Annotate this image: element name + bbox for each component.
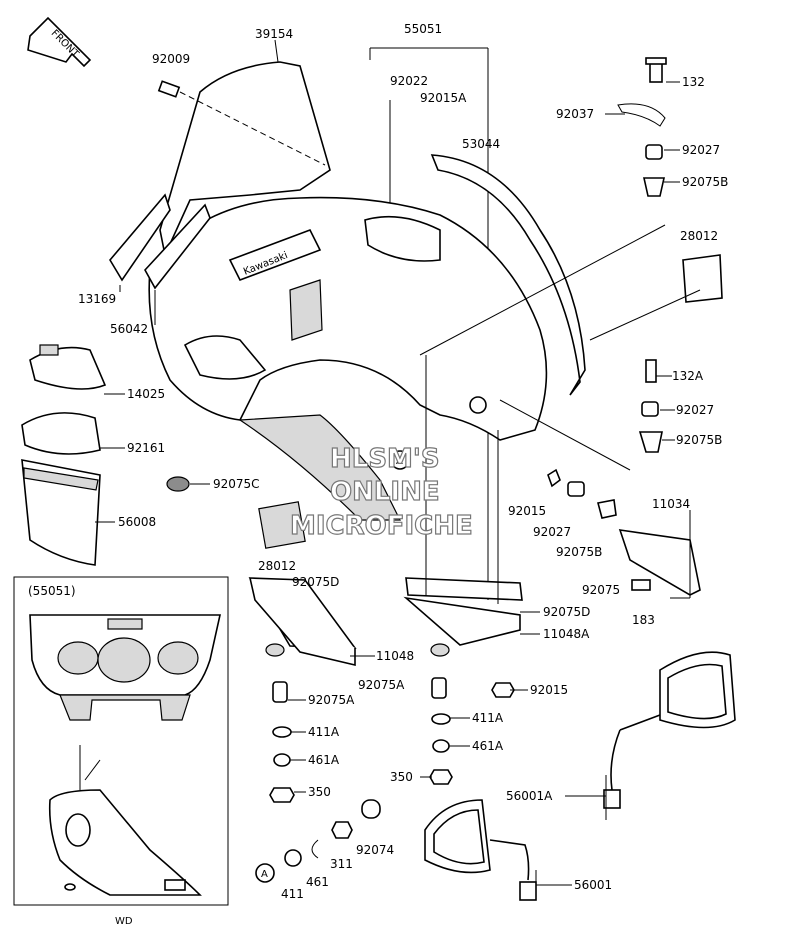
label-183: 183: [632, 613, 655, 627]
label-92075a-right: 92075A: [358, 678, 405, 692]
label-411a-left: 411A: [308, 725, 340, 739]
label-53044: 53044: [462, 137, 500, 151]
label-132a: 132A: [672, 369, 704, 383]
label-56001a: 56001A: [506, 789, 553, 803]
label-92075d-left: 92075D: [292, 575, 339, 589]
watermark: HLSM'S ONLINE MICROFICHE: [289, 443, 473, 541]
label-461a-left: 461A: [308, 753, 340, 767]
lower-hardware: A A: [255, 450, 515, 883]
label-92075: 92075: [582, 583, 620, 597]
watermark-line-2: ONLINE: [330, 477, 440, 507]
label-13169: 13169: [78, 292, 116, 306]
label-350-right: 350: [390, 770, 413, 784]
mount-brackets: [248, 577, 523, 667]
label-92075b-mid: 92075B: [676, 433, 722, 447]
label-56001: 56001: [574, 878, 612, 892]
label-461: 461: [306, 875, 329, 889]
ref-a-bottom: A: [261, 869, 268, 880]
mirrors: [424, 651, 736, 901]
label-350-left: 350: [308, 785, 331, 799]
label-411: 411: [281, 887, 304, 901]
label-132: 132: [682, 75, 705, 89]
label-92161: 92161: [127, 441, 165, 455]
label-28012-right: 28012: [680, 229, 718, 243]
watermark-line-3: MICROFICHE: [290, 511, 473, 541]
ref-a-top: A: [396, 456, 403, 467]
seal-strip: [430, 154, 586, 396]
label-411a-right: 411A: [472, 711, 504, 725]
front-arrow: FRONT: [27, 16, 92, 68]
label-92075b-low: 92075B: [556, 545, 602, 559]
label-92075b-top: 92075B: [682, 175, 728, 189]
label-92009: 92009: [152, 52, 190, 66]
label-39154: 39154: [255, 27, 293, 41]
leader-lines: [95, 81, 691, 900]
label-92074: 92074: [356, 843, 394, 857]
label-55051: 55051: [404, 22, 442, 36]
windshield: [159, 39, 331, 258]
left-hardware: [21, 80, 306, 566]
label-92037: 92037: [556, 107, 594, 121]
headlight-cowl: Kawasaki: [148, 196, 548, 521]
right-hardware: [419, 57, 723, 596]
label-56008: 56008: [118, 515, 156, 529]
label-92015: 92015: [508, 504, 546, 518]
label-92022: 92022: [390, 74, 428, 88]
side-trim-parts: [109, 193, 211, 290]
label-11034: 11034: [652, 497, 690, 511]
label-14025: 14025: [127, 387, 165, 401]
label-28012-left: 28012: [258, 559, 296, 573]
watermark-line-1: HLSM'S: [330, 444, 440, 474]
inset-caption: WD: [115, 916, 133, 927]
label-92015a-top: 92015A: [420, 91, 467, 105]
inset-box: (55051) WD: [13, 576, 229, 927]
label-92075a-left: 92075A: [308, 693, 355, 707]
label-92015-low: 92015: [530, 683, 568, 697]
label-92027-low: 92027: [533, 525, 571, 539]
inset-title: (55051): [28, 584, 76, 598]
label-11048: 11048: [376, 649, 414, 663]
label-11048a: 11048A: [543, 627, 590, 641]
label-92027-top: 92027: [682, 143, 720, 157]
label-92075c: 92075C: [213, 477, 260, 491]
label-56042: 56042: [110, 322, 148, 336]
label-311: 311: [330, 857, 353, 871]
part-labels: 39154 55051 92009 92022 92015A 53044 132…: [78, 22, 728, 901]
label-92075d-right: 92075D: [543, 605, 590, 619]
label-461a-right: 461A: [472, 739, 504, 753]
label-92027-mid: 92027: [676, 403, 714, 417]
